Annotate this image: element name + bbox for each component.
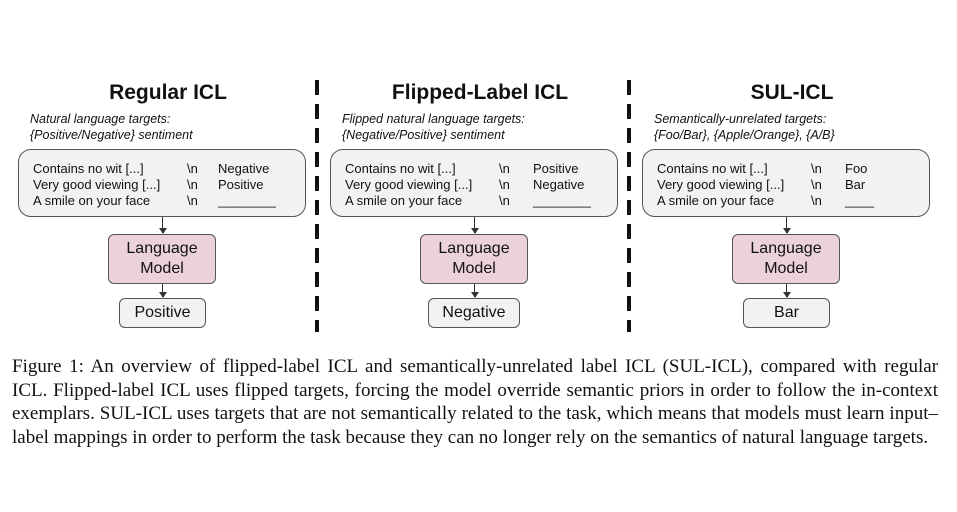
targets-line: Semantically-unrelated targets: (654, 112, 827, 126)
arrow-down (781, 284, 792, 298)
prompt-input: Contains no wit [...] (657, 161, 768, 176)
panel-sul-icl: SUL-ICL Semantically-unrelated targets: … (642, 0, 942, 340)
targets-line: {Foo/Bar}, {Apple/Orange}, {A/B} (654, 128, 835, 142)
prompt-label: Negative (218, 161, 270, 176)
prompt-input: A smile on your face (657, 193, 775, 208)
prompt-label: Negative (533, 177, 585, 192)
prompt-input: Contains no wit [...] (345, 161, 456, 176)
prompt-box: Contains no wit [...] \n Positive Very g… (330, 149, 618, 217)
prompt-separator: \n (187, 177, 198, 192)
language-model-box: Language Model (732, 234, 840, 284)
arrow-down (469, 217, 480, 234)
targets-line: {Positive/Negative} sentiment (30, 128, 193, 142)
prompt-separator: \n (499, 161, 510, 176)
prompt-label: ________ (533, 193, 591, 208)
prompt-input: Very good viewing [...] (345, 177, 473, 192)
prompt-separator: \n (499, 177, 510, 192)
prompt-label: Positive (218, 177, 264, 192)
panel-title: Regular ICL (109, 81, 227, 104)
prompt-box: Contains no wit [...] \n Foo Very good v… (642, 149, 930, 217)
targets-description: Semantically-unrelated targets: {Foo/Bar… (654, 111, 835, 143)
prompt-separator: \n (499, 193, 510, 208)
prompt-label: ________ (218, 193, 276, 208)
arrow-down (157, 284, 168, 298)
prompt-input: Very good viewing [...] (33, 177, 161, 192)
prompt-input: Contains no wit [...] (33, 161, 144, 176)
prompt-label: Positive (533, 161, 579, 176)
targets-line: Natural language targets: (30, 112, 171, 126)
model-label: Language (126, 240, 198, 257)
prompt-separator: \n (187, 161, 198, 176)
prompt-label: Bar (845, 177, 866, 192)
panel-flipped-label-icl: Flipped-Label ICL Flipped natural langua… (330, 0, 630, 340)
arrow-down (781, 217, 792, 234)
output-box: Bar (743, 298, 830, 328)
language-model-box: Language Model (420, 234, 528, 284)
panel-title: SUL-ICL (750, 81, 834, 104)
prompt-separator: \n (811, 177, 822, 192)
prompt-separator: \n (811, 193, 822, 208)
dashed-divider (627, 80, 631, 332)
targets-line: Flipped natural language targets: (342, 112, 525, 126)
dashed-divider (315, 80, 319, 332)
prompt-separator: \n (187, 193, 198, 208)
panel-title: Flipped-Label ICL (391, 81, 569, 104)
prompt-label: ____ (845, 193, 874, 208)
model-label: Model (452, 260, 496, 277)
model-label: Model (140, 260, 184, 277)
targets-description: Natural language targets: {Positive/Nega… (30, 111, 193, 143)
targets-description: Flipped natural language targets: {Negat… (342, 111, 525, 143)
language-model-box: Language Model (108, 234, 216, 284)
prompt-separator: \n (811, 161, 822, 176)
panel-regular-icl: Regular ICL Natural language targets: {P… (18, 0, 318, 340)
prompt-box: Contains no wit [...] \n Negative Very g… (18, 149, 306, 217)
prompt-input: Very good viewing [...] (657, 177, 785, 192)
output-box: Positive (119, 298, 206, 328)
targets-line: {Negative/Positive} sentiment (342, 128, 505, 142)
output-box: Negative (428, 298, 520, 328)
figure-caption: Figure 1: An overview of flipped-label I… (12, 356, 938, 448)
model-label: Model (764, 260, 808, 277)
prompt-input: A smile on your face (345, 193, 463, 208)
prompt-label: Foo (845, 161, 868, 176)
arrow-down (157, 217, 168, 234)
arrow-down (469, 284, 480, 298)
prompt-input: A smile on your face (33, 193, 151, 208)
model-label: Language (438, 240, 510, 257)
model-label: Language (750, 240, 822, 257)
